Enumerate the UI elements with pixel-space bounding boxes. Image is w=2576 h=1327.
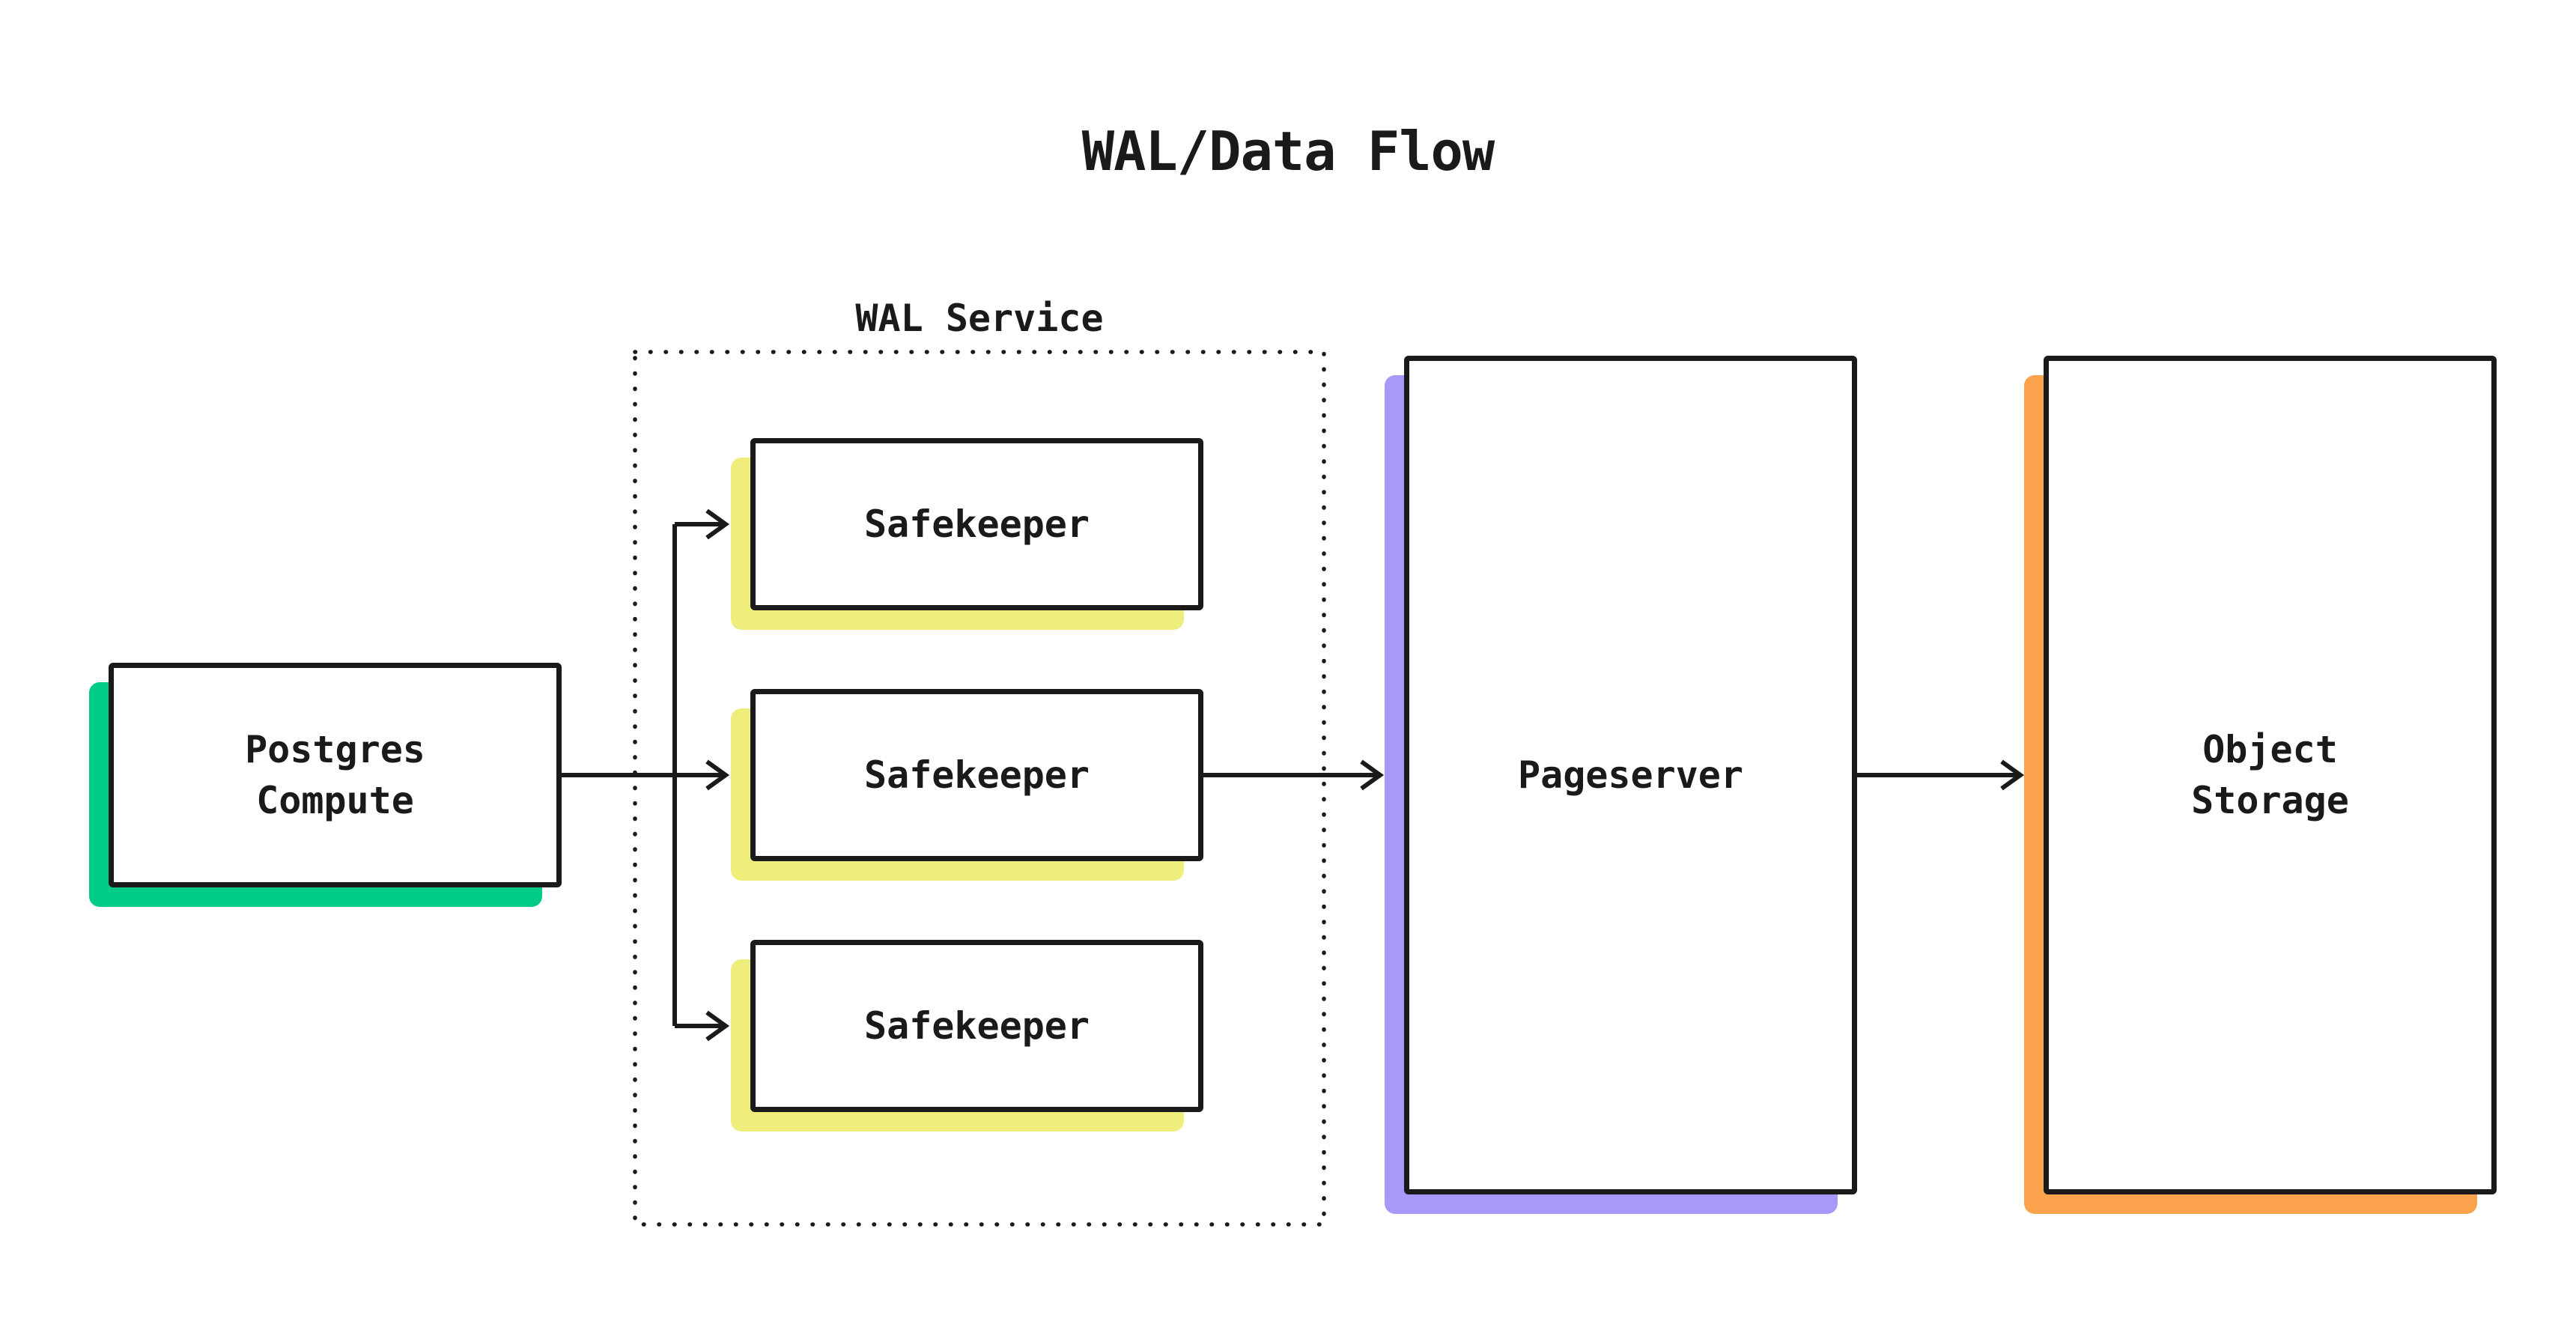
node-label: Postgres Compute	[245, 728, 425, 822]
arrowhead-icon	[705, 759, 730, 791]
diagram-title: WAL/Data Flow	[1081, 120, 1495, 183]
arrowhead-icon	[2000, 759, 2025, 791]
node-object-storage: Object Storage	[2024, 356, 2497, 1214]
node-box: Object Storage	[2044, 356, 2497, 1194]
node-box: Safekeeper	[750, 940, 1203, 1112]
node-box: Safekeeper	[750, 689, 1203, 861]
node-box: Pageserver	[1404, 356, 1857, 1194]
wal-service-label: WAL Service	[855, 297, 1104, 340]
arrow-safekeeper-to-pageserver	[1203, 759, 1385, 791]
node-box: Postgres Compute	[109, 663, 562, 887]
node-label: Pageserver	[1517, 753, 1744, 797]
arrow-pageserver-to-object-storage	[1857, 759, 2025, 791]
arrowhead-icon	[705, 1010, 730, 1042]
node-pageserver: Pageserver	[1385, 356, 1857, 1214]
node-label: Safekeeper	[863, 502, 1090, 546]
node-safekeeper-2: Safekeeper	[731, 689, 1203, 881]
node-label: Object Storage	[2191, 728, 2349, 822]
node-label: Safekeeper	[863, 1004, 1090, 1048]
arrowhead-icon	[1360, 759, 1385, 791]
node-safekeeper-3: Safekeeper	[731, 940, 1203, 1132]
arrow-postgres-to-safekeepers	[562, 508, 730, 1042]
node-label: Safekeeper	[863, 753, 1090, 797]
arrowhead-icon	[705, 508, 730, 540]
node-box: Safekeeper	[750, 438, 1203, 610]
node-postgres-compute: Postgres Compute	[89, 663, 562, 907]
node-safekeeper-1: Safekeeper	[731, 438, 1203, 630]
